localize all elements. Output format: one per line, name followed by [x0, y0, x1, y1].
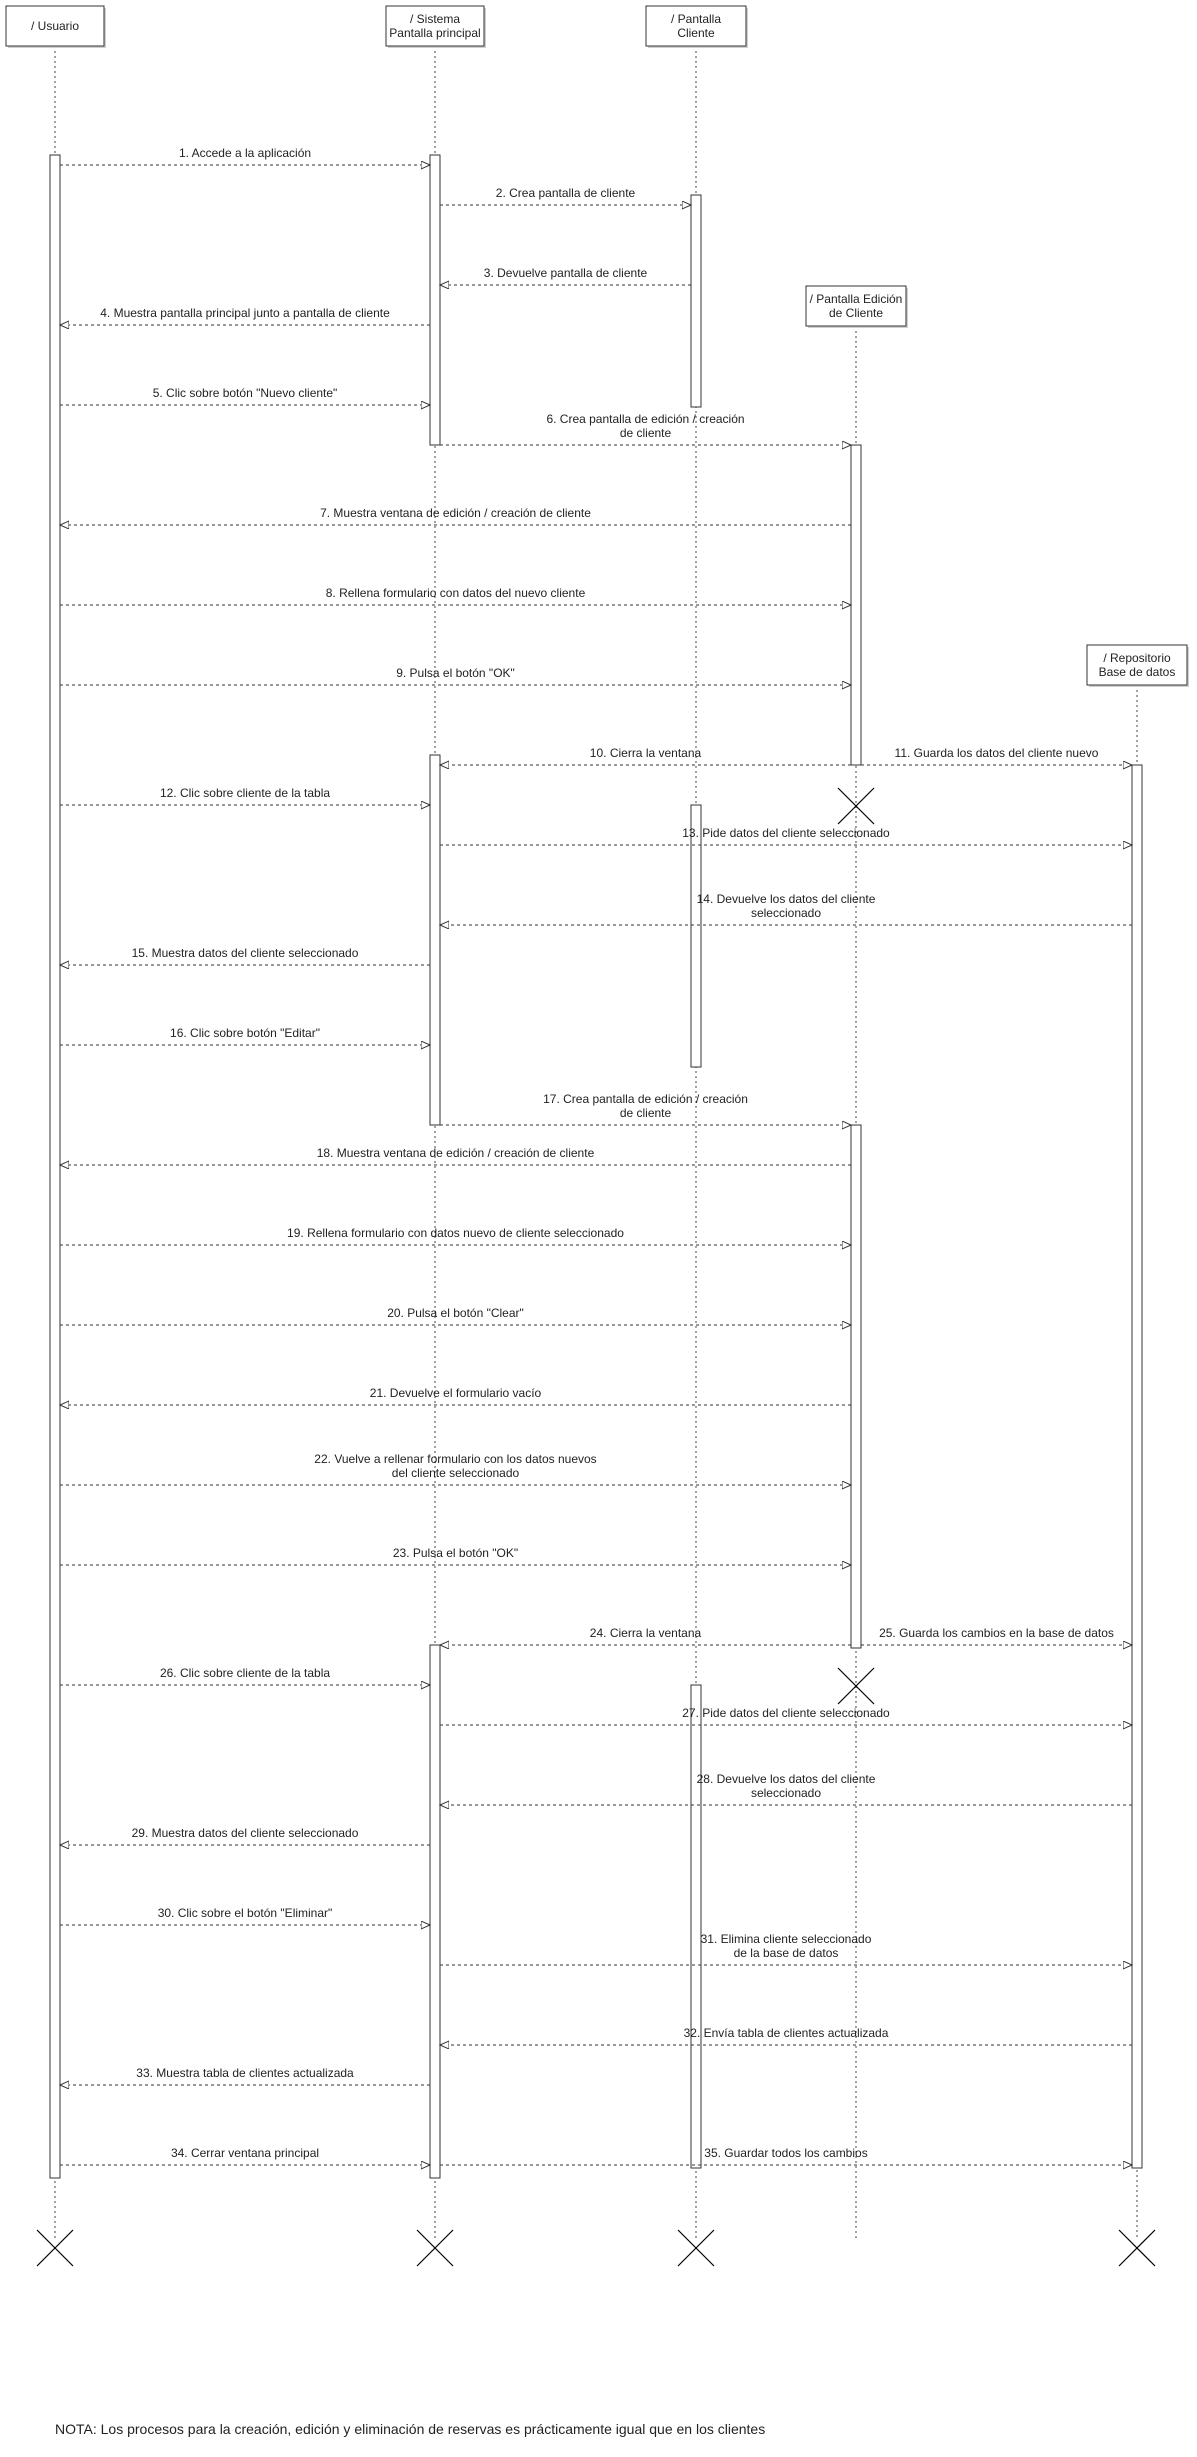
participant-label-pantalla_cliente: Cliente: [677, 26, 715, 40]
message-label: seleccionado: [751, 906, 821, 920]
message-label: 31. Elimina cliente seleccionado: [701, 1932, 872, 1946]
message-label: 14. Devuelve los datos del cliente: [697, 892, 876, 906]
participant-label-sistema: Pantalla principal: [389, 26, 480, 40]
message-label: 5. Clic sobre botón "Nuevo cliente": [153, 386, 338, 400]
participant-box-pantalla_cliente: [645, 5, 747, 47]
message-label: 19. Rellena formulario con datos nuevo d…: [287, 1226, 624, 1240]
message-label: 27. Pide datos del cliente seleccionado: [682, 1706, 890, 1720]
message-label: 17. Crea pantalla de edición / creación: [543, 1092, 748, 1106]
message-label: 28. Devuelve los datos del cliente: [697, 1772, 876, 1786]
message-label: de cliente: [620, 1106, 672, 1120]
activation-bar-pantalla_cliente: [690, 194, 702, 408]
activation-bar-pantalla_edicion: [850, 1124, 862, 1649]
message-label: 3. Devuelve pantalla de cliente: [484, 266, 648, 280]
message-label: 29. Muestra datos del cliente selecciona…: [132, 1826, 359, 1840]
destroy-x-icon: [837, 787, 875, 825]
message-label: 15. Muestra datos del cliente selecciona…: [132, 946, 359, 960]
activation-bar-repositorio: [1131, 764, 1143, 2169]
message-label: 25. Guarda los cambios en la base de dat…: [879, 1626, 1114, 1640]
message-label: 21. Devuelve el formulario vacío: [370, 1386, 542, 1400]
activation-bar-pantalla_cliente: [690, 804, 702, 1068]
message-label: 11. Guarda los datos del cliente nuevo: [895, 746, 1099, 760]
message-label: 1. Accede a la aplicación: [179, 146, 311, 160]
activation-bar-usuario: [49, 154, 61, 2179]
message-label: 13. Pide datos del cliente seleccionado: [682, 826, 890, 840]
message-label: 10. Cierra la ventana: [590, 746, 702, 760]
message-label: 35. Guardar todos los cambios: [704, 2146, 867, 2160]
participant-box-sistema: [385, 5, 485, 47]
participant-box-usuario: [5, 5, 105, 47]
message-label: 9. Pulsa el botón "OK": [396, 666, 515, 680]
destroy-x-icon: [1118, 2229, 1156, 2267]
participant-box-repositorio: [1086, 644, 1188, 686]
message-label: 2. Crea pantalla de cliente: [496, 186, 636, 200]
message-label: de cliente: [620, 426, 672, 440]
activation-bar-pantalla_cliente: [690, 1684, 702, 2169]
message-label: 32. Envía tabla de clientes actualizada: [684, 2026, 889, 2040]
message-label: 26. Clic sobre cliente de la tabla: [160, 1666, 330, 1680]
message-label: 6. Crea pantalla de edición / creación: [546, 412, 744, 426]
activation-bar-sistema: [429, 154, 441, 446]
destroy-x-icon: [837, 1667, 875, 1705]
message-label: 4. Muestra pantalla principal junto a pa…: [100, 306, 390, 320]
message-label: 8. Rellena formulario con datos del nuev…: [326, 586, 586, 600]
destroy-x-icon: [36, 2229, 74, 2267]
activation-bar-sistema: [429, 754, 441, 1126]
activation-bar-pantalla_edicion: [850, 444, 862, 766]
participant-label-pantalla_edicion: de Cliente: [829, 306, 883, 320]
destroy-x-icon: [677, 2229, 715, 2267]
note-text: NOTA: Los procesos para la creación, edi…: [55, 2421, 765, 2437]
message-label: 20. Pulsa el botón "Clear": [387, 1306, 524, 1320]
participant-box-pantalla_edicion: [805, 285, 907, 327]
message-label: 22. Vuelve a rellenar formulario con los…: [314, 1452, 596, 1466]
activation-bar-sistema: [429, 1644, 441, 2179]
message-label: de la base de datos: [734, 1946, 839, 1960]
message-label: 24. Cierra la ventana: [590, 1626, 702, 1640]
participant-label-sistema: / Sistema: [410, 12, 460, 26]
message-label: 18. Muestra ventana de edición / creació…: [317, 1146, 595, 1160]
message-label: seleccionado: [751, 1786, 821, 1800]
message-label: del cliente seleccionado: [392, 1466, 520, 1480]
destroy-x-icon: [416, 2229, 454, 2267]
participant-label-repositorio: Base de datos: [1099, 665, 1176, 679]
message-label: 12. Clic sobre cliente de la tabla: [160, 786, 330, 800]
participant-label-usuario: / Usuario: [31, 19, 79, 33]
message-label: 34. Cerrar ventana principal: [171, 2146, 319, 2160]
message-label: 30. Clic sobre el botón "Eliminar": [158, 1906, 333, 1920]
message-label: 33. Muestra tabla de clientes actualizad…: [136, 2066, 354, 2080]
participant-label-repositorio: / Repositorio: [1103, 651, 1171, 665]
message-label: 16. Clic sobre botón "Editar": [170, 1026, 320, 1040]
message-label: 7. Muestra ventana de edición / creación…: [320, 506, 591, 520]
participant-label-pantalla_edicion: / Pantalla Edición: [810, 292, 903, 306]
participant-label-pantalla_cliente: / Pantalla: [671, 12, 721, 26]
message-label: 23. Pulsa el botón "OK": [393, 1546, 518, 1560]
